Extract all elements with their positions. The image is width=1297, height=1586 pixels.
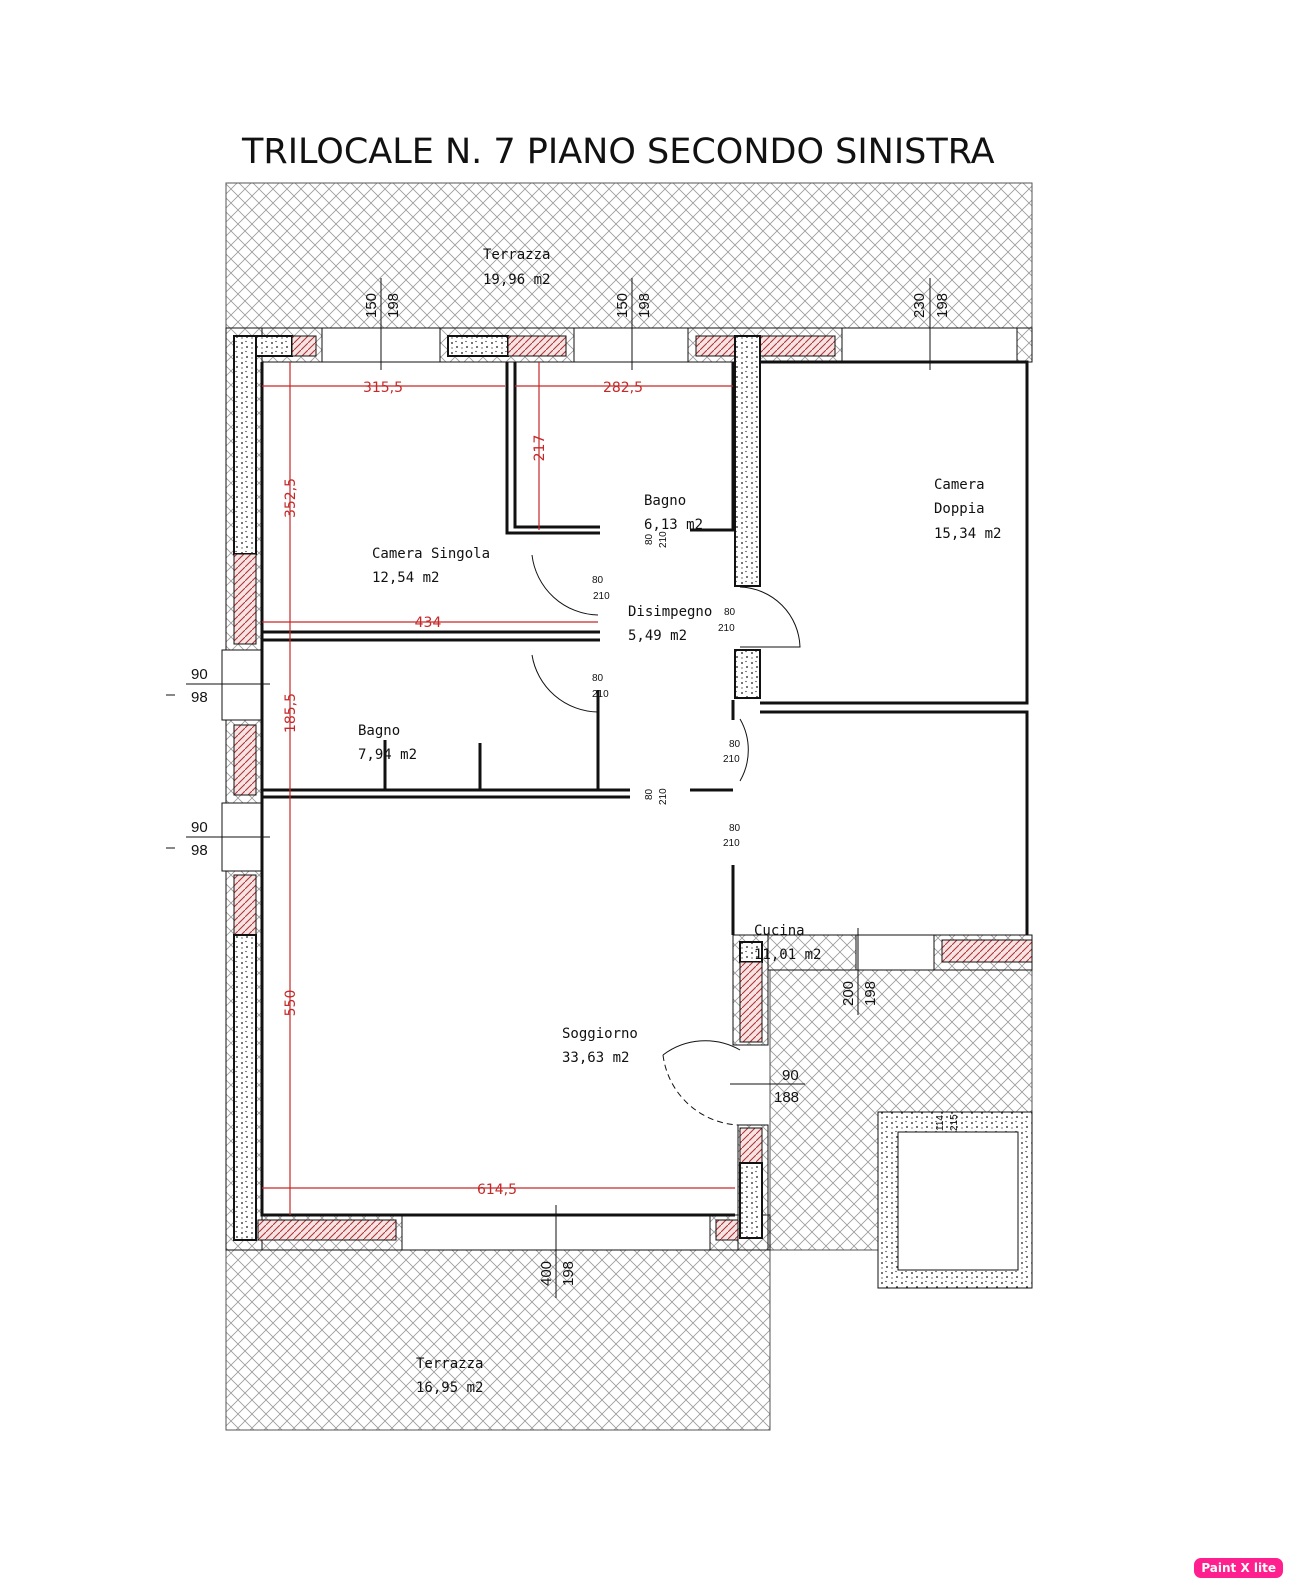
dim-352: 352,5	[283, 478, 299, 518]
dim-315: 315,5	[363, 380, 403, 396]
dimension-lines	[262, 362, 735, 1215]
disimpegno-name: Disimpegno	[628, 604, 712, 620]
bagno2-area: 7,94 m2	[358, 747, 417, 763]
svg-text:210: 210	[723, 838, 740, 849]
svg-text:80: 80	[724, 607, 736, 618]
paint-x-lite-badge: Paint X lite	[1194, 1558, 1283, 1578]
svg-text:80: 80	[592, 673, 604, 684]
win1-width: 150	[363, 293, 380, 318]
win3-width: 230	[911, 293, 928, 318]
win-left2-width: 90	[191, 819, 208, 836]
terrace-top	[225, 182, 1033, 329]
cucina-name: Cucina	[754, 923, 805, 939]
svg-text:210: 210	[723, 754, 740, 765]
win2-width: 150	[614, 293, 631, 318]
cucina-area: 11,01 m2	[754, 947, 821, 963]
disimpegno-area: 5,49 m2	[628, 628, 687, 644]
terrazza-bottom-name: Terrazza	[416, 1356, 483, 1372]
entry-height: 188	[774, 1089, 799, 1106]
camera-singola-area: 12,54 m2	[372, 570, 439, 586]
svg-text:210: 210	[718, 623, 735, 634]
win-left1-width: 90	[191, 666, 208, 683]
dim-614: 614,5	[477, 1182, 517, 1198]
bagno2-name: Bagno	[358, 723, 400, 739]
svg-text:210: 210	[658, 531, 669, 548]
doors	[531, 554, 801, 1126]
bagno1-name: Bagno	[644, 493, 686, 509]
dim-185: 185,5	[283, 693, 299, 733]
camera-singola-name: Camera Singola	[372, 546, 490, 562]
svg-text:80: 80	[729, 823, 741, 834]
svg-text:210: 210	[593, 591, 610, 602]
camera-doppia-area: 15,34 m2	[934, 526, 1001, 542]
win2-height: 198	[636, 293, 653, 318]
dim-282: 282,5	[603, 380, 643, 396]
win-left2-height: 98	[191, 842, 208, 859]
dim-550: 550	[283, 990, 299, 1017]
svg-text:80: 80	[644, 788, 655, 800]
interior-walls	[260, 360, 1029, 1217]
svg-text:210: 210	[658, 788, 669, 805]
camera-doppia-name2: Doppia	[934, 501, 985, 517]
small-width: 114	[935, 1115, 946, 1131]
svg-text:210: 210	[592, 689, 609, 700]
win3-height: 198	[934, 293, 951, 318]
svg-text:80: 80	[729, 739, 741, 750]
terrace-bottom	[225, 1249, 771, 1431]
entry-width: 90	[782, 1067, 799, 1084]
svg-text:80: 80	[644, 533, 655, 545]
win-cucina-height: 198	[862, 981, 879, 1006]
camera-doppia-name1: Camera	[934, 477, 985, 493]
small-height: 215	[949, 1114, 960, 1131]
win-bottom-height: 198	[560, 1261, 577, 1286]
plan-title: TRILOCALE N. 7 PIANO SECONDO SINISTRA	[241, 132, 995, 172]
soggiorno-name: Soggiorno	[562, 1026, 638, 1042]
bagno1-area: 6,13 m2	[644, 517, 703, 533]
win-bottom-width: 400	[538, 1261, 555, 1286]
dim-217: 217	[532, 435, 548, 462]
dim-434: 434	[415, 615, 442, 631]
terrazza-top-name: Terrazza	[483, 247, 550, 263]
terrazza-top-area: 19,96 m2	[483, 272, 550, 288]
win-cucina-width: 200	[840, 981, 857, 1006]
svg-text:80: 80	[592, 575, 604, 586]
win-left1-height: 98	[191, 689, 208, 706]
soggiorno-area: 33,63 m2	[562, 1050, 629, 1066]
win1-height: 198	[385, 293, 402, 318]
terrazza-bottom-area: 16,95 m2	[416, 1380, 483, 1396]
